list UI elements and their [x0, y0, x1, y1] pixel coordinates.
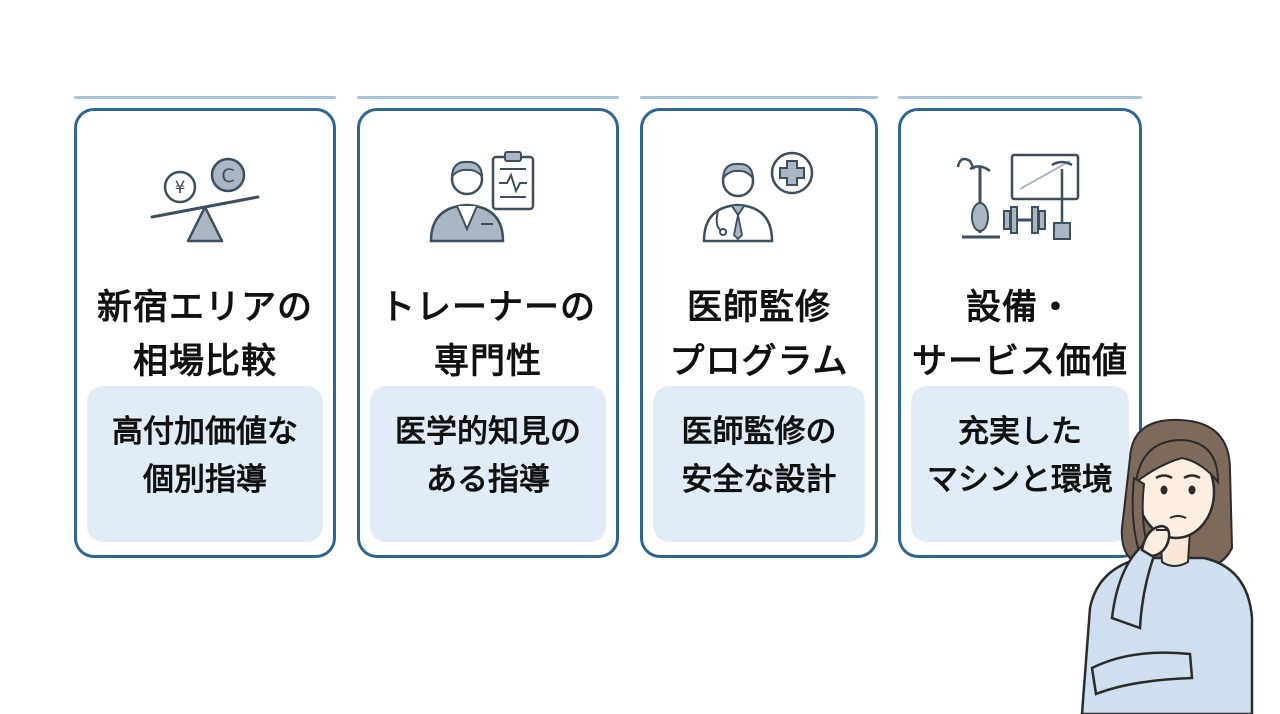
card-description-box: 医師監修の 安全な設計: [653, 386, 865, 542]
coin-c-label: C: [221, 165, 234, 187]
card-top-line: [898, 96, 1142, 99]
card-doctor-program: 医師監修 プログラム 医師監修の 安全な設計: [640, 96, 878, 558]
card-description-line: ある指導: [426, 462, 550, 498]
card-title: トレーナーの 専門性: [360, 281, 616, 389]
card-title-line: 医師監修: [686, 288, 831, 328]
card-frame: 医師監修 プログラム 医師監修の 安全な設計: [640, 108, 878, 558]
card-title-line: サービス価値: [911, 342, 1128, 382]
card-title-line: 専門性: [433, 342, 542, 382]
card-market-comparison: ¥ C 新宿エリアの 相場比較 高付加価値な 個別指導: [74, 96, 336, 558]
trainer-clipboard-icon: [429, 151, 535, 243]
card-facility-service: 設備・ サービス価値 充実した マシンと環境: [898, 96, 1142, 558]
price-scale-icon: ¥ C: [150, 157, 260, 243]
card-top-line: [357, 96, 619, 99]
gym-equipment-icon: [956, 153, 1080, 240]
card-description-box: 高付加価値な 個別指導: [87, 386, 323, 542]
card-title-line: 設備・: [965, 288, 1074, 328]
card-description-line: 安全な設計: [681, 462, 837, 498]
card-title-line: 新宿エリアの: [96, 288, 313, 328]
card-title-line: 相場比較: [132, 342, 277, 382]
card-top-line: [74, 96, 336, 99]
card-frame: トレーナーの 専門性 医学的知見の ある指導: [357, 108, 619, 558]
card-description-box: 医学的知見の ある指導: [370, 386, 606, 542]
card-description-line: 個別指導: [143, 462, 267, 498]
card-description-line: 医師監修の: [681, 414, 837, 450]
card-description-line: 医学的知見の: [395, 414, 581, 450]
coin-yen-label: ¥: [175, 178, 186, 198]
card-title-line: プログラム: [669, 342, 849, 382]
card-description-line: マシンと環境: [927, 462, 1113, 498]
card-description-line: 充実した: [958, 414, 1082, 450]
card-trainer-expertise: トレーナーの 専門性 医学的知見の ある指導: [357, 96, 619, 558]
doctor-medical-cross-icon: [702, 151, 814, 243]
card-title-line: トレーナーの: [379, 288, 596, 328]
card-description-box: 充実した マシンと環境: [911, 386, 1129, 542]
card-title: 新宿エリアの 相場比較: [77, 281, 333, 389]
card-title: 医師監修 プログラム: [643, 281, 875, 389]
thinking-woman-illustration: [1080, 418, 1254, 714]
card-frame: 設備・ サービス価値 充実した マシンと環境: [898, 108, 1142, 558]
card-frame: ¥ C 新宿エリアの 相場比較 高付加価値な 個別指導: [74, 108, 336, 558]
card-title: 設備・ サービス価値: [901, 281, 1139, 389]
card-top-line: [640, 96, 878, 99]
card-description-line: 高付加価値な: [112, 414, 298, 450]
